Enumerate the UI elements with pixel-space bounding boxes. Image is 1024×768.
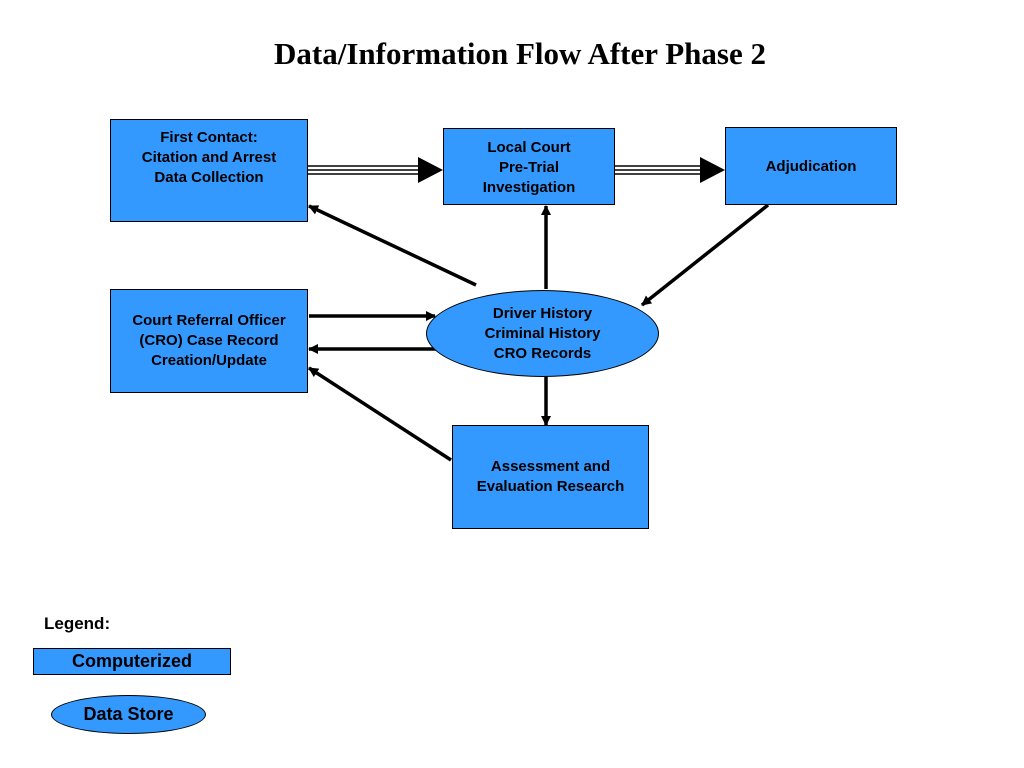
- node-adjudication: Adjudication: [725, 127, 897, 205]
- arrow-assessment-to-cro: [308, 366, 452, 462]
- legend-data-store: Data Store: [51, 695, 206, 734]
- node-assessment: Assessment and Evaluation Research: [452, 425, 649, 529]
- node-first-contact: First Contact: Citation and Arrest Data …: [110, 119, 308, 222]
- diagram-title: Data/Information Flow After Phase 2: [274, 36, 766, 71]
- arrow-first-contact-to-local-court: [308, 157, 443, 183]
- legend-computerized: Computerized: [33, 648, 231, 675]
- legend-label: Legend:: [44, 614, 111, 633]
- node-data-store: Driver History Criminal History CRO Reco…: [426, 290, 659, 377]
- arrow-data-store-to-first-contact: [308, 204, 477, 287]
- node-cro-case-record: Court Referral Officer (CRO) Case Record…: [110, 289, 308, 393]
- node-first-contact-label: First Contact: Citation and Arrest Data …: [141, 129, 277, 186]
- node-local-court: Local Court Pre-Trial Investigation: [443, 128, 615, 205]
- arrow-local-court-to-adjudication: [615, 157, 725, 183]
- node-assessment-label: Assessment and Evaluation Research: [476, 458, 625, 495]
- node-cro-case-record-label: Court Referral Officer (CRO) Case Record…: [132, 312, 286, 369]
- node-adjudication-label: Adjudication: [765, 158, 857, 175]
- arrow-adjudication-to-data-store: [640, 203, 770, 307]
- node-local-court-label: Local Court Pre-Trial Investigation: [482, 139, 576, 196]
- node-data-store-label: Driver History Criminal History CRO Reco…: [484, 304, 601, 362]
